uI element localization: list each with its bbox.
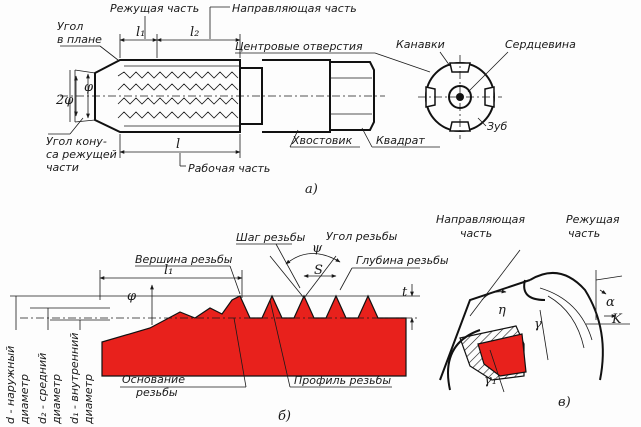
label-khvostovik: Хвостовик: [291, 134, 353, 147]
label-ugol-rezby: Угол резьбы: [326, 230, 398, 243]
label-vershina-rezby: Вершина резьбы: [135, 253, 233, 266]
label-osnovanie: Основание: [122, 373, 185, 386]
dim-l1-label: l₁: [136, 25, 145, 40]
label-tsentrovye-otverstiya: Центровые отверстия: [235, 40, 363, 53]
label-rabochaya-chast: Рабочая часть: [188, 162, 270, 175]
label-rezby: резьбы: [135, 386, 178, 399]
label-chasti: части: [46, 161, 79, 174]
phi-profile-label: φ: [127, 289, 137, 304]
k-label: K: [611, 312, 623, 327]
caption-b: б): [278, 409, 291, 424]
label-d-naruzhnyy-diametr: диаметр: [18, 374, 31, 425]
eta-label: η: [498, 303, 506, 318]
caption-v: в): [558, 395, 571, 410]
label-sa-rezhushchey: са режущей: [46, 148, 117, 161]
two-phi-label: 2φ: [55, 93, 74, 108]
label-rezhushchaya: Режущая: [566, 213, 620, 226]
label-d-naruzhnyy: d - наружный: [4, 346, 17, 424]
label-kvadrat: Квадрат: [376, 134, 425, 147]
t-depth-label: t: [402, 285, 408, 300]
figure-b-thread-profile: l₁ φ Шаг резьбы Вершина резьбы Угол резь…: [4, 230, 449, 425]
tooth-outline-left: [439, 279, 531, 381]
alpha-label: α: [606, 295, 615, 310]
label-serdtsevina: Сердцевина: [505, 38, 576, 51]
label-d1-vnutrenniy: d₁ - внутренний: [68, 333, 81, 424]
dim-l1-profile: l₁: [164, 263, 173, 278]
thread-section-red: [101, 294, 407, 377]
tap-thread-pattern: [117, 65, 240, 127]
label-ugol: Угол: [57, 20, 83, 33]
caption-a: а): [305, 182, 318, 197]
tooth-red-section: [477, 333, 527, 377]
gamma-label: γ: [534, 317, 542, 332]
phi-label: φ: [84, 80, 94, 95]
label-ugol-konusa: Угол кону-: [46, 135, 107, 148]
label-napravlyayushchaya-chast: Направляющая часть: [232, 2, 357, 15]
psi-label: ψ: [312, 241, 323, 256]
label-d2-sredniy: d₂ - средний: [36, 353, 49, 424]
label-d1-diametr: диаметр: [82, 374, 95, 425]
tooth-outline-right: [529, 272, 604, 381]
label-zub: Зуб: [487, 120, 508, 133]
label-d2-diametr: диаметр: [50, 374, 63, 425]
label-napravl-chast: часть: [460, 227, 492, 240]
label-kanavki: Канавки: [396, 38, 445, 51]
s-pitch-label: S: [314, 263, 323, 278]
label-napravlyayushchaya: Направляющая: [436, 213, 525, 226]
tap-shank: [262, 59, 331, 133]
label-shag-rezby: Шаг резьбы: [236, 231, 306, 244]
figure-v-tooth-geometry: Направляющая часть Режущая часть η α K γ…: [436, 213, 630, 410]
label-rezh-chast: часть: [568, 227, 600, 240]
gamma1-label: γ₁: [484, 373, 497, 388]
figure-a-tap-side-view: l₁ l₂ Режущая часть Направляющая часть У…: [46, 2, 576, 197]
label-profil-rezby: Профиль резьбы: [294, 374, 391, 387]
tap-neck: [240, 67, 263, 125]
label-v-plane: в плане: [57, 33, 102, 46]
dim-l-label: l: [176, 137, 180, 152]
dim-l2-label: l₂: [190, 25, 199, 40]
tap-end-view: [418, 55, 502, 139]
label-glubina-rezby: Глубина резьбы: [356, 254, 449, 267]
label-rezhushchaya-chast: Режущая часть: [110, 2, 199, 15]
